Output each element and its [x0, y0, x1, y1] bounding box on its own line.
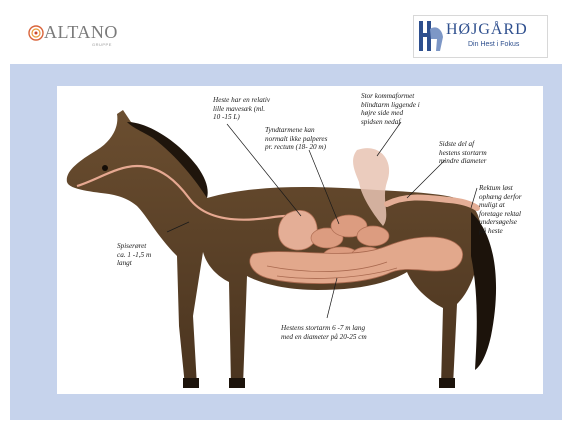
label-large-colon: Hestens stortarm 6 -7 m lang med en diam…	[281, 324, 431, 341]
hojgaard-name: HØJGÅRD	[446, 21, 528, 39]
horse-rider-icon	[416, 17, 446, 56]
hojgaard-logo: HØJGÅRD Din Hest i Fokus	[413, 15, 548, 58]
label-cecum: Stor kommaformet blindtarm liggende i hø…	[361, 92, 451, 126]
altano-subtext: GRUPPE	[92, 42, 112, 47]
label-small-intestine: Tyndtarmene kan normalt ikke palperes pr…	[265, 126, 365, 152]
label-esophagus: Spiserøret ca. 1 -1,5 m langt	[117, 242, 187, 268]
label-small-colon: Sidste del af hestens stortarm mindre di…	[439, 140, 529, 166]
label-stomach: Heste har en relativ lille mavesæk (ml. …	[213, 96, 313, 122]
stomach	[278, 210, 317, 250]
altano-wordmark: ALTANO	[44, 22, 118, 43]
altano-mark-icon	[29, 26, 43, 40]
horse-tail	[471, 212, 496, 370]
label-rectum: Rektum løst ophæng derfor muligt at fore…	[479, 184, 541, 235]
hojgaard-tagline: Din Hest i Fokus	[468, 41, 519, 48]
horse-anatomy-diagram: Heste har en relativ lille mavesæk (ml. …	[57, 86, 543, 394]
